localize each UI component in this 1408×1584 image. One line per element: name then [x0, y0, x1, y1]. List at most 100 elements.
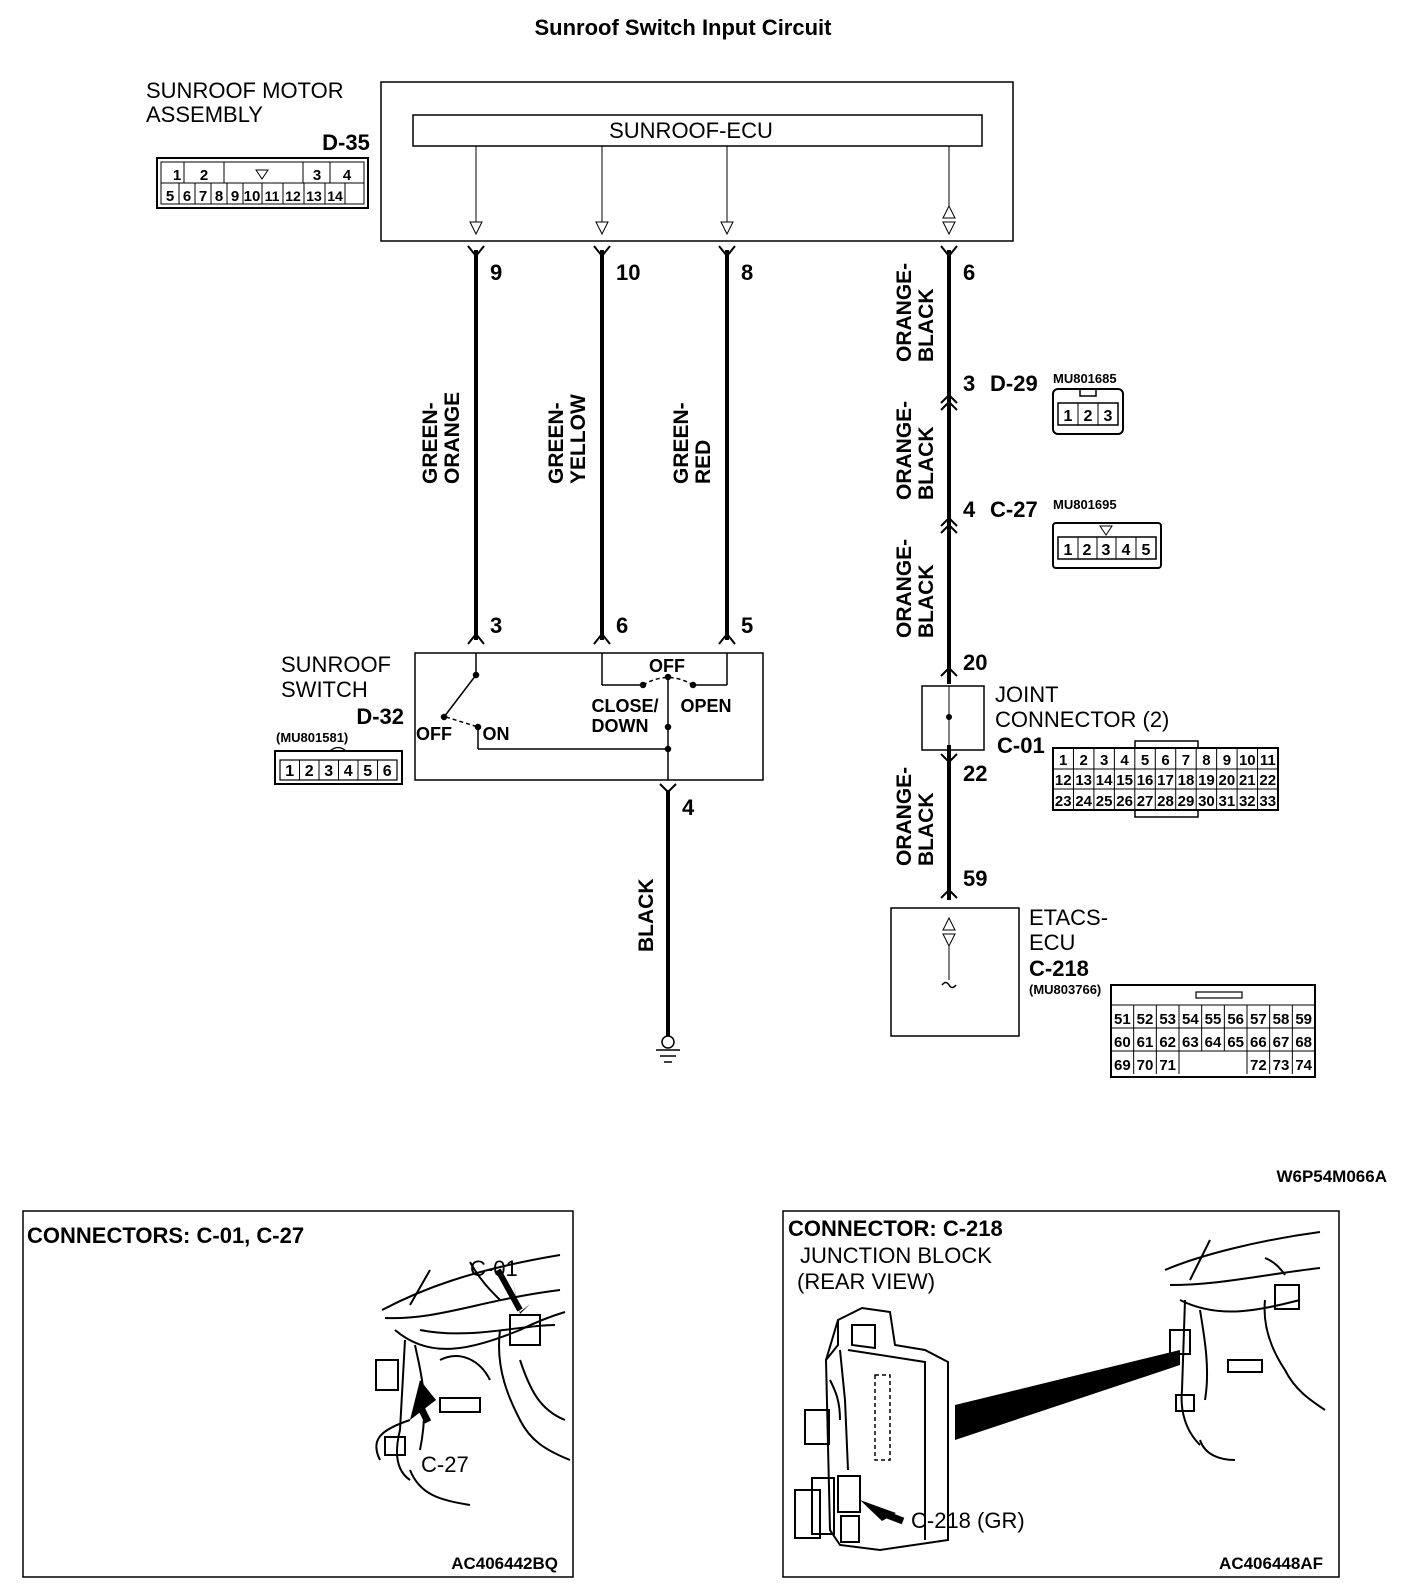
- ground-pin: 4: [682, 795, 695, 820]
- c27-connector-face: 1 2 3 4 5: [1052, 522, 1162, 569]
- panel-right-subtitle-1: JUNCTION BLOCK: [800, 1243, 992, 1268]
- ecu-pin-10: 10: [616, 260, 640, 285]
- sunroof-ecu-label: SUNROOF-ECU: [609, 118, 773, 143]
- connector-location-panel-right: [782, 1210, 1340, 1578]
- connector-pin: 54: [1182, 1011, 1199, 1028]
- connector-pin: 68: [1295, 1034, 1312, 1051]
- d29-connector-face: 1 2 3: [1052, 388, 1124, 435]
- d35-pin: 8: [215, 188, 223, 205]
- switch-down-label: DOWN: [592, 716, 649, 736]
- etacs-pin: 59: [963, 866, 987, 891]
- connector-pin: 63: [1182, 1034, 1199, 1051]
- svg-text:GREEN-: GREEN-: [545, 402, 568, 484]
- switch-pin-6: 6: [616, 613, 628, 638]
- connector-pin: 22: [1259, 772, 1276, 789]
- junction-block-illustration: [794, 1306, 949, 1552]
- connector-pin: 62: [1159, 1034, 1176, 1051]
- connector-pin: 15: [1116, 772, 1133, 789]
- connector-pin: 70: [1137, 1057, 1154, 1074]
- connector-pin: 64: [1205, 1034, 1222, 1051]
- d29-pin: 3: [963, 371, 975, 396]
- connector-pin: 6: [1161, 752, 1169, 769]
- connector-pin: 57: [1250, 1011, 1267, 1028]
- connector-pin: 31: [1219, 793, 1236, 810]
- connector-pin: 73: [1273, 1057, 1290, 1074]
- svg-text:BLACK: BLACK: [915, 793, 938, 867]
- ground-wire: [656, 783, 680, 1063]
- etacs-label-2: ECU: [1029, 930, 1075, 955]
- d35-connector-face: 1 2 3 4 5 6 7 8 9 10 11 12 13 14: [156, 157, 369, 209]
- panel-left-callout-c27: C-27: [421, 1452, 469, 1477]
- connector-pin: 60: [1114, 1034, 1131, 1051]
- d35-pin: 1: [173, 167, 181, 184]
- connector-pin: 29: [1178, 793, 1195, 810]
- svg-text:1: 1: [1064, 542, 1073, 559]
- panel-right-subtitle-2: (REAR VIEW): [797, 1269, 935, 1294]
- junction-block-leader: [955, 1350, 1180, 1440]
- svg-text:BLACK: BLACK: [915, 565, 938, 639]
- c218-callout-line: [880, 1509, 905, 1525]
- joint-out-pin: 22: [963, 761, 987, 786]
- d29-part-number: MU801685: [1053, 371, 1117, 386]
- switch-pin-5: 5: [741, 613, 753, 638]
- connector-pin: 4: [344, 763, 353, 780]
- connector-pin: 3: [324, 763, 333, 780]
- wire-color-label-3: GREEN- RED: [670, 402, 715, 484]
- connector-pin: 61: [1137, 1034, 1154, 1051]
- etacs-internal-symbol: [941, 916, 957, 989]
- c218-part-number: (MU803766): [1029, 982, 1101, 997]
- connector-pin: 6: [383, 763, 392, 780]
- joint-connector-label-2: CONNECTOR (2): [995, 707, 1169, 732]
- connector-pin: 4: [1120, 752, 1129, 769]
- c27-pin: 4: [963, 497, 976, 522]
- connector-pin: 25: [1096, 793, 1113, 810]
- switch-on-label: ON: [483, 724, 510, 744]
- d35-pin: 5: [166, 188, 174, 205]
- connector-pin: 2: [1080, 752, 1088, 769]
- motor-assembly-label-2: ASSEMBLY: [146, 102, 263, 127]
- switch-open-label: OPEN: [680, 696, 731, 716]
- connector-pin: 18: [1178, 772, 1195, 789]
- connector-pin: 56: [1227, 1011, 1244, 1028]
- motor-assembly-label-1: SUNROOF MOTOR: [146, 78, 344, 103]
- connector-pin: 21: [1239, 772, 1256, 789]
- c01-callout-line: [495, 1268, 523, 1312]
- svg-text:2: 2: [1083, 542, 1092, 559]
- connector-pin: 1: [1059, 752, 1067, 769]
- dashboard-harness-illustration-right: [1164, 1231, 1326, 1461]
- connector-pin: 74: [1295, 1057, 1312, 1074]
- svg-text:3: 3: [1102, 542, 1111, 559]
- orange-black-label-1: ORANGE- BLACK: [893, 263, 938, 362]
- connector-pin: 55: [1205, 1011, 1222, 1028]
- svg-text:GREEN-: GREEN-: [670, 402, 693, 484]
- connector-location-panel-left: [22, 1210, 574, 1578]
- svg-text:GREEN-: GREEN-: [419, 402, 442, 484]
- panel-left-code: AC406442BQ: [451, 1554, 558, 1573]
- joint-in-pin: 20: [963, 650, 987, 675]
- connector-pin: 2: [305, 763, 314, 780]
- d35-pin: 7: [199, 188, 207, 205]
- c01-connector-label: C-01: [997, 733, 1045, 758]
- connector-pin: 16: [1137, 772, 1154, 789]
- connector-pin: 51: [1114, 1011, 1131, 1028]
- connector-pin: 23: [1055, 793, 1072, 810]
- connector-pin: 9: [1223, 752, 1231, 769]
- ecu-pin-9: 9: [490, 260, 502, 285]
- connector-pin: 28: [1157, 793, 1174, 810]
- ecu-input-arrows: [469, 146, 956, 236]
- svg-text:ORANGE-: ORANGE-: [893, 263, 916, 362]
- connector-pin: 10: [1239, 752, 1256, 769]
- figure-code: W6P54M066A: [1276, 1167, 1387, 1186]
- c27-connector-label: C-27: [990, 497, 1038, 522]
- connector-pin: 67: [1273, 1034, 1290, 1051]
- sunroof-switch-box: [414, 652, 764, 781]
- connector-pin: 26: [1116, 793, 1133, 810]
- switch-off-label: OFF: [416, 724, 452, 744]
- panel-left-callout-c01: C-01: [470, 1256, 518, 1281]
- panel-right-title: CONNECTOR: C-218: [788, 1216, 1003, 1241]
- switch-off2-label: OFF: [649, 656, 685, 676]
- orange-black-label-2: ORANGE- BLACK: [893, 401, 938, 500]
- dashboard-harness-illustration-left: [375, 1254, 571, 1506]
